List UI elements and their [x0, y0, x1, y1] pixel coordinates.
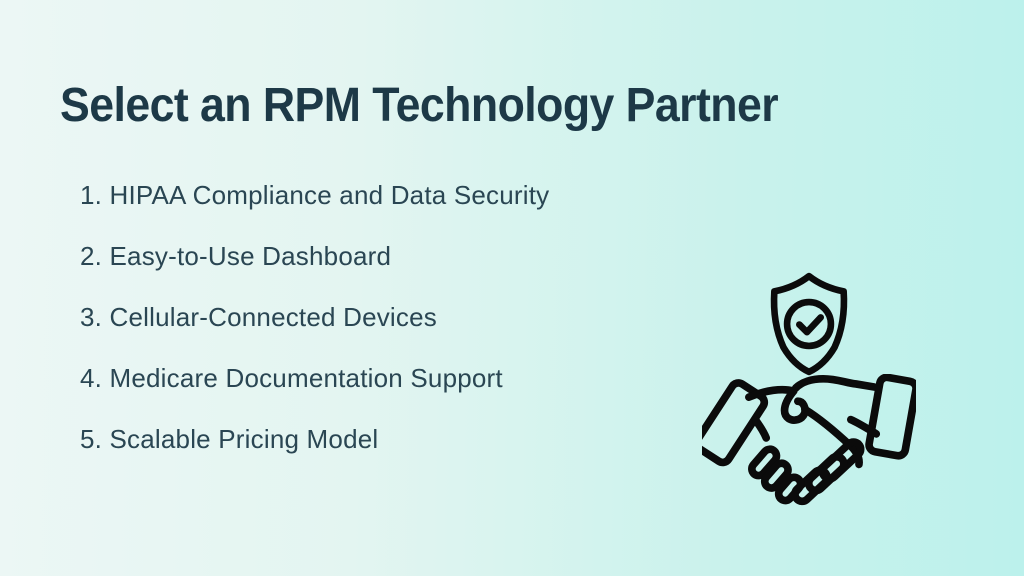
criteria-list: 1. HIPAA Compliance and Data Security 2.…	[80, 180, 549, 485]
list-item: 3. Cellular-Connected Devices	[80, 302, 437, 332]
list-item: 1. HIPAA Compliance and Data Security	[80, 180, 550, 210]
list-item: 2. Easy-to-Use Dashboard	[80, 241, 392, 271]
list-item: 4. Medicare Documentation Support	[80, 363, 503, 393]
shield-check-icon	[762, 270, 856, 376]
trust-partnership-illustration	[700, 268, 924, 512]
page-title: Select an RPM Technology Partner	[60, 79, 779, 132]
list-item: 5. Scalable Pricing Model	[80, 424, 379, 454]
handshake-icon	[702, 374, 916, 508]
